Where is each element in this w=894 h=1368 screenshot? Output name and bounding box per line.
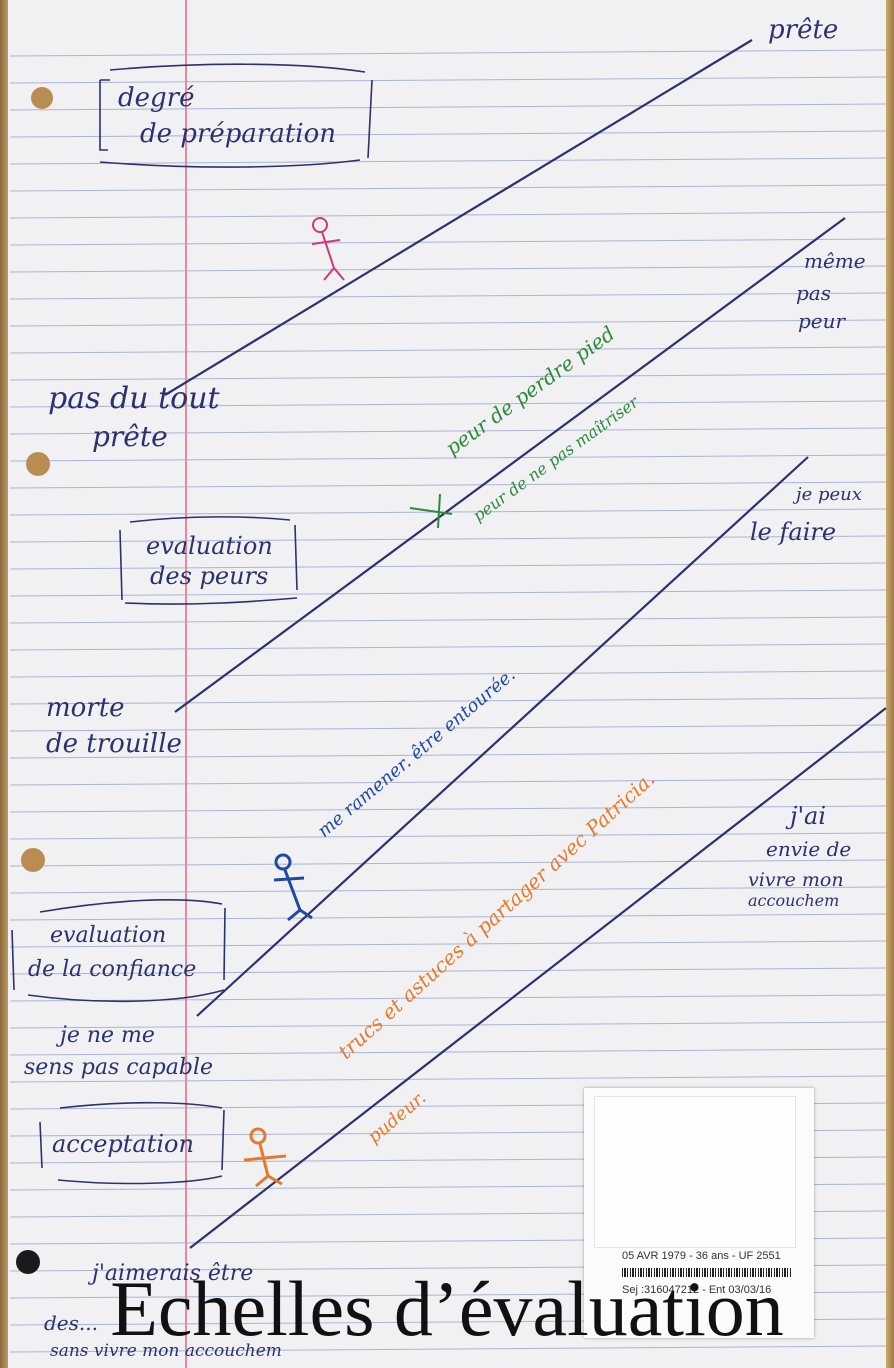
ruled-line [9, 238, 887, 246]
scale-line-fears [174, 217, 846, 713]
low-label-preparation-1: pas du tout [48, 381, 221, 416]
ruled-line [9, 697, 887, 705]
heading-box-preparation [99, 63, 373, 168]
high-label-acceptance-1: j'ai [785, 802, 826, 830]
high-label-acceptance-3: vivre mon [748, 869, 844, 891]
low-label-confidence-2: sens pas capable [24, 1055, 213, 1080]
ruled-line [9, 1345, 887, 1353]
ruled-line [9, 778, 887, 786]
ruled-line [9, 319, 887, 327]
ruled-line [9, 103, 887, 111]
table-edge-right [884, 0, 894, 1368]
low-label-acceptance-1: j'aimerais être [87, 1261, 253, 1286]
ruled-line [9, 481, 887, 489]
heading-acceptance: acceptation [52, 1130, 194, 1158]
ruled-line [9, 49, 887, 57]
heading-confidence-line2: de la confiance [28, 957, 196, 982]
note-acceptance-1: trucs et astuces à partager avec Patrici… [333, 767, 659, 1064]
sticker-line-2: Sej :316047212 - Ent 03/03/16 [622, 1284, 772, 1296]
ruled-line [9, 886, 887, 894]
high-label-confidence-1: je peux [792, 484, 862, 505]
ruled-line [9, 724, 887, 732]
ruled-line [9, 211, 887, 219]
ruled-line [9, 1048, 887, 1056]
ruled-line [9, 967, 887, 975]
low-label-confidence-1: je ne me [55, 1023, 155, 1048]
low-label-fears-2: de trouille [46, 729, 182, 759]
punch-hole [26, 452, 50, 476]
high-label-acceptance-2: envie de [766, 837, 851, 861]
ruled-line [9, 1021, 887, 1029]
note-acceptance-2: pudeur. [364, 1087, 431, 1148]
ruled-line [9, 157, 887, 165]
scale-line-preparation [164, 39, 753, 396]
ruled-line [9, 1075, 887, 1083]
low-label-preparation-2: prête [92, 420, 168, 453]
ruled-line [9, 562, 887, 570]
ruled-line [9, 832, 887, 840]
ruled-line [9, 643, 887, 651]
heading-box-fears [119, 516, 298, 605]
low-label-acceptance-3: sans vivre mon accouchem [50, 1341, 282, 1361]
orange-stick-figure [243, 1127, 287, 1188]
green-cross-marker [409, 493, 453, 529]
blue-stick-figure [273, 853, 313, 922]
ruled-line [9, 346, 887, 354]
high-label-acceptance-4: accouchem [748, 891, 839, 910]
high-label-fears-3: peur [798, 309, 847, 333]
ruled-line [9, 616, 887, 624]
heading-preparation-line2: de préparation [140, 119, 336, 149]
sticker-line-1: 05 AVR 1979 - 36 ans - UF 2551 [622, 1250, 781, 1262]
heading-confidence-line1: evaluation [50, 923, 166, 948]
ruled-line [9, 373, 887, 381]
high-label-fears-1: même [804, 249, 866, 273]
heading-fears-line2: des peurs [150, 562, 268, 590]
ruled-line [9, 454, 887, 462]
ruled-line [9, 400, 887, 408]
punch-hole [31, 87, 53, 109]
heading-preparation-line1: degré [118, 83, 195, 113]
heading-box-confidence [11, 899, 226, 1003]
ruled-line [9, 859, 887, 867]
heading-box-acceptance [39, 1101, 225, 1185]
high-label-preparation: prête [768, 15, 838, 45]
ruled-line [9, 292, 887, 300]
ruled-line [9, 940, 887, 948]
ruled-line [9, 76, 887, 84]
sticker-barcode [622, 1268, 792, 1277]
ruled-line [9, 751, 887, 759]
ruled-line [9, 184, 887, 192]
heading-fears-line1: evaluation [146, 532, 273, 560]
ruled-line [9, 994, 887, 1002]
sticker-blank-area [594, 1096, 796, 1248]
ruled-line [9, 589, 887, 597]
scale-line-acceptance [189, 707, 887, 1249]
slide-caption: Echelles d’évaluation [110, 1265, 784, 1352]
patient-label-sticker: 05 AVR 1979 - 36 ans - UF 2551 Sej :3160… [584, 1088, 814, 1338]
low-label-fears-1: morte [46, 693, 125, 723]
high-label-confidence-2: le faire [750, 518, 836, 546]
pink-stick-figure [311, 217, 345, 281]
ruled-line [9, 670, 887, 678]
ruled-line [9, 535, 887, 543]
high-label-fears-2: pas [796, 281, 831, 305]
ruled-line [9, 427, 887, 435]
scale-line-confidence [196, 456, 809, 1017]
ruled-line [9, 130, 887, 138]
table-edge-left [0, 0, 10, 1368]
ruled-line [9, 805, 887, 813]
ruled-line [9, 913, 887, 921]
punch-hole [21, 848, 45, 872]
ruled-line [9, 265, 887, 273]
low-label-acceptance-2: des... [44, 1311, 98, 1335]
punch-hole [16, 1250, 40, 1274]
